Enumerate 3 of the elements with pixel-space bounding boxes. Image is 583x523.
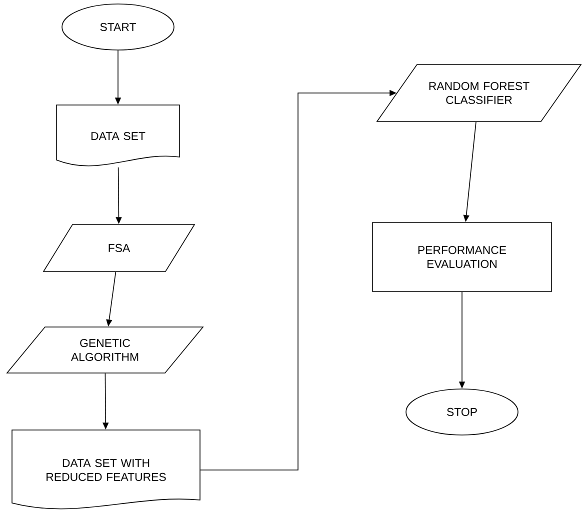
process-box: PERFORMANCE EVALUATION	[372, 222, 552, 292]
terminal-oval: START	[62, 4, 174, 50]
terminal-oval: STOP	[406, 388, 518, 436]
